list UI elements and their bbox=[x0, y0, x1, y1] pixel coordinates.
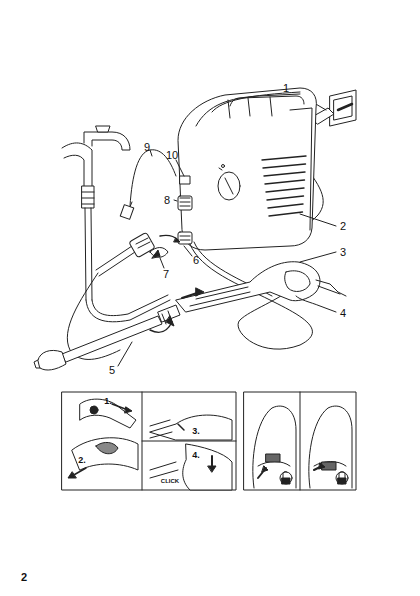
lock-panels bbox=[244, 392, 356, 490]
vent-slot bbox=[267, 196, 304, 200]
leader-line bbox=[300, 214, 336, 226]
machine-housing bbox=[178, 88, 316, 250]
leader-line bbox=[118, 342, 132, 366]
callout-number: 8 bbox=[164, 195, 170, 206]
callout-number: 1 bbox=[283, 83, 289, 94]
step-panels bbox=[62, 392, 236, 490]
vent-slot bbox=[263, 164, 306, 168]
callout-number: 9 bbox=[144, 142, 150, 153]
callout-number: 4 bbox=[340, 308, 346, 319]
water-tap bbox=[62, 126, 170, 322]
spray-gun bbox=[176, 262, 346, 312]
callout-number: 6 bbox=[193, 255, 199, 266]
leader-line bbox=[300, 252, 336, 262]
leader-line bbox=[176, 160, 184, 176]
vent-slot bbox=[269, 212, 303, 216]
step-number: 1. bbox=[104, 397, 112, 406]
callout-number: 10 bbox=[166, 150, 178, 161]
spray-lance bbox=[34, 288, 204, 370]
callout-number: 2 bbox=[340, 221, 346, 232]
step-number: 2. bbox=[78, 456, 86, 465]
callout-number: 3 bbox=[340, 247, 346, 258]
page-number: 2 bbox=[21, 572, 27, 583]
vent-slot bbox=[265, 180, 305, 184]
inlet-outlet bbox=[178, 176, 192, 244]
leader-line bbox=[296, 296, 336, 312]
vent-slot bbox=[268, 204, 303, 208]
vent-slot bbox=[264, 172, 305, 176]
step-number: 4. bbox=[192, 451, 200, 460]
callout-number: 5 bbox=[109, 365, 115, 376]
vent-slot bbox=[266, 188, 304, 192]
vent-slot bbox=[262, 156, 306, 160]
callout-number: 7 bbox=[163, 269, 169, 280]
vent-slots bbox=[262, 156, 306, 216]
hose-coupling bbox=[67, 232, 180, 359]
step-number: 3. bbox=[192, 427, 200, 436]
click-note: CLICK bbox=[161, 478, 179, 484]
